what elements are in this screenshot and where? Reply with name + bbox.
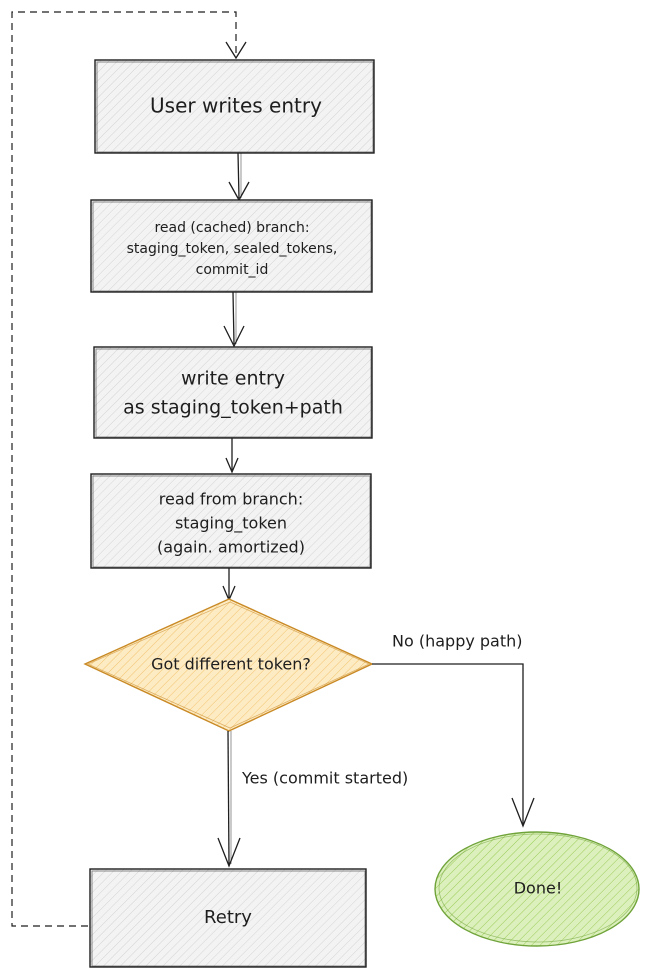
edge-2-3 — [223, 291, 245, 348]
node-label-line-1: read (cached) branch: — [154, 220, 309, 236]
node-retry: Retry — [89, 868, 367, 968]
edge-yes-commit-started — [217, 730, 241, 868]
edge-label-no: No (happy path) — [392, 632, 523, 651]
edge-label-yes: Yes (commit started) — [241, 769, 408, 788]
node-label: User writes entry — [150, 94, 322, 118]
node-label-line-2: staging_token, sealed_tokens, — [127, 241, 338, 257]
node-label-line-2: staging_token — [175, 514, 287, 534]
node-user-writes-entry: User writes entry — [94, 59, 375, 154]
edge-no-happy-path — [372, 663, 535, 828]
node-label: Retry — [204, 907, 252, 928]
node-decision-got-different-token: Got different token? — [83, 598, 374, 732]
node-read-cached-branch: read (cached) branch: staging_token, sea… — [90, 199, 373, 293]
node-done: Done! — [434, 831, 640, 947]
node-label-line-2: as staging_token+path — [123, 397, 343, 419]
edge-3-4 — [225, 438, 239, 474]
node-label: Done! — [514, 879, 563, 898]
edge-4-decision — [222, 568, 236, 602]
node-label-line-1: write entry — [181, 368, 285, 390]
decision-label: Got different token? — [151, 655, 311, 674]
node-write-entry: write entry as staging_token+path — [93, 346, 373, 439]
node-label-line-3: (again. amortized) — [157, 538, 305, 557]
edge-1-2 — [228, 152, 250, 202]
node-label-line-1: read from branch: — [159, 490, 303, 509]
node-label-line-3: commit_id — [196, 262, 269, 278]
node-read-from-branch: read from branch: staging_token (again. … — [90, 473, 372, 569]
retry-loop-edge — [11, 11, 247, 927]
